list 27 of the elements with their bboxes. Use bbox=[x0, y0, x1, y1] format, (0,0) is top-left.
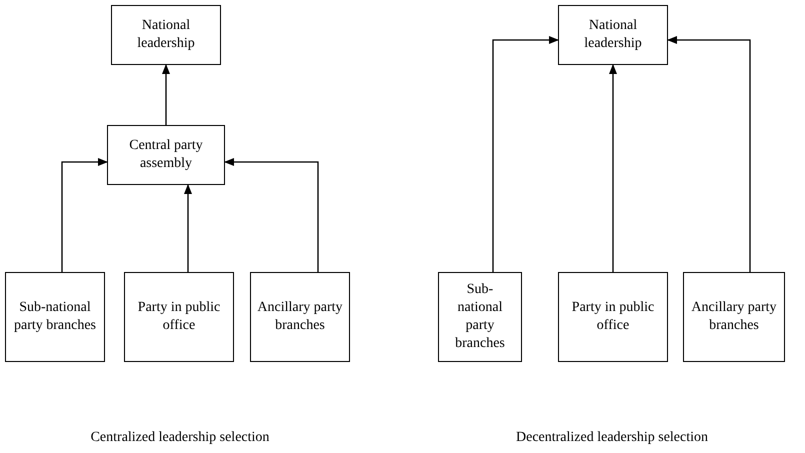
arrow bbox=[162, 64, 170, 125]
box-label: Party in public office bbox=[136, 298, 222, 335]
caption: Decentralized leadership selection bbox=[516, 430, 708, 446]
box-label: National leadership bbox=[136, 16, 196, 53]
box-label: Ancillary party branches bbox=[257, 298, 343, 335]
process-box bbox=[683, 272, 785, 362]
box-label: Central party assembly bbox=[128, 136, 204, 173]
caption: Centralized leadership selection bbox=[90, 430, 270, 446]
process-box bbox=[558, 5, 668, 65]
box-label: Sub-national party branches bbox=[454, 280, 506, 354]
arrow bbox=[609, 64, 617, 272]
arrow bbox=[492, 36, 559, 272]
process-box bbox=[111, 5, 221, 65]
arrow bbox=[61, 158, 108, 272]
process-box bbox=[438, 272, 522, 362]
arrow bbox=[224, 158, 319, 272]
process-box bbox=[250, 272, 350, 362]
box-label: Ancillary party branches bbox=[690, 298, 778, 335]
process-box bbox=[558, 272, 668, 362]
process-box bbox=[124, 272, 234, 362]
box-label: Party in public office bbox=[570, 298, 656, 335]
arrow bbox=[184, 184, 192, 272]
process-box bbox=[107, 125, 225, 185]
process-box bbox=[5, 272, 105, 362]
arrow bbox=[667, 36, 751, 272]
box-label: Sub-national party branches bbox=[12, 298, 98, 335]
box-label: National leadership bbox=[583, 16, 643, 53]
